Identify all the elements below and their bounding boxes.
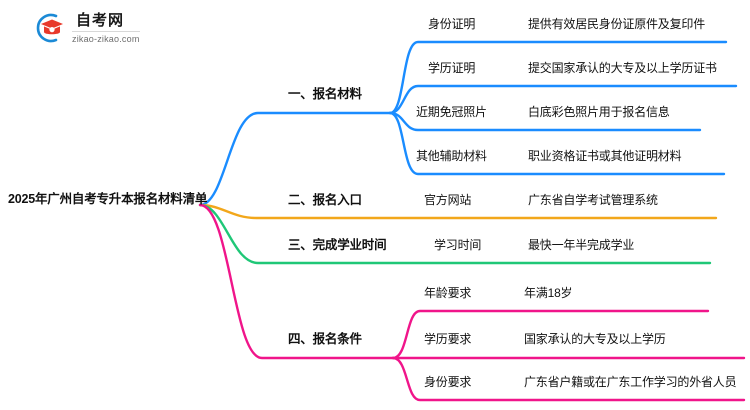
node-label-2-1[interactable]: 官方网站 — [424, 193, 472, 207]
branch-label-2[interactable]: 二、报名入口 — [288, 193, 362, 207]
node-detail-4-3[interactable]: 广东省户籍或在广东工作学习的外省人员 — [524, 375, 737, 389]
node-label-4-3[interactable]: 身份要求 — [424, 375, 472, 389]
branch-label-1[interactable]: 一、报名材料 — [288, 87, 362, 101]
site-name: 自考网 — [72, 13, 140, 32]
node-detail-2-1[interactable]: 广东省自学考试管理系统 — [528, 193, 658, 207]
node-detail-4-2[interactable]: 国家承认的大专及以上学历 — [524, 332, 666, 346]
site-url: zikao-zikao.com — [72, 33, 140, 44]
node-label-1-4[interactable]: 其他辅助材料 — [416, 149, 487, 163]
branch-label-3[interactable]: 三、完成学业时间 — [288, 238, 387, 252]
node-detail-1-3[interactable]: 白底彩色照片用于报名信息 — [528, 105, 670, 119]
node-detail-1-2[interactable]: 提交国家承认的大专及以上学历证书 — [528, 61, 717, 75]
node-label-1-3[interactable]: 近期免冠照片 — [416, 105, 487, 119]
node-detail-3-1[interactable]: 最快一年半完成学业 — [528, 238, 635, 252]
site-logo: 自考网 zikao-zikao.com — [30, 10, 140, 46]
node-detail-4-1[interactable]: 年满18岁 — [524, 286, 573, 300]
mindmap-root-node[interactable]: 2025年广州自考专升本报名材料清单 — [8, 192, 208, 206]
branch-label-4[interactable]: 四、报名条件 — [288, 332, 362, 346]
node-label-1-2[interactable]: 学历证明 — [428, 61, 476, 75]
node-label-4-2[interactable]: 学历要求 — [424, 332, 472, 346]
node-label-3-1[interactable]: 学习时间 — [434, 238, 482, 252]
node-label-4-1[interactable]: 年龄要求 — [424, 286, 472, 300]
graduation-cap-logo-icon — [30, 10, 66, 46]
node-detail-1-4[interactable]: 职业资格证书或其他证明材料 — [528, 149, 682, 163]
node-detail-1-1[interactable]: 提供有效居民身份证原件及复印件 — [528, 17, 706, 31]
node-label-1-1[interactable]: 身份证明 — [428, 17, 476, 31]
